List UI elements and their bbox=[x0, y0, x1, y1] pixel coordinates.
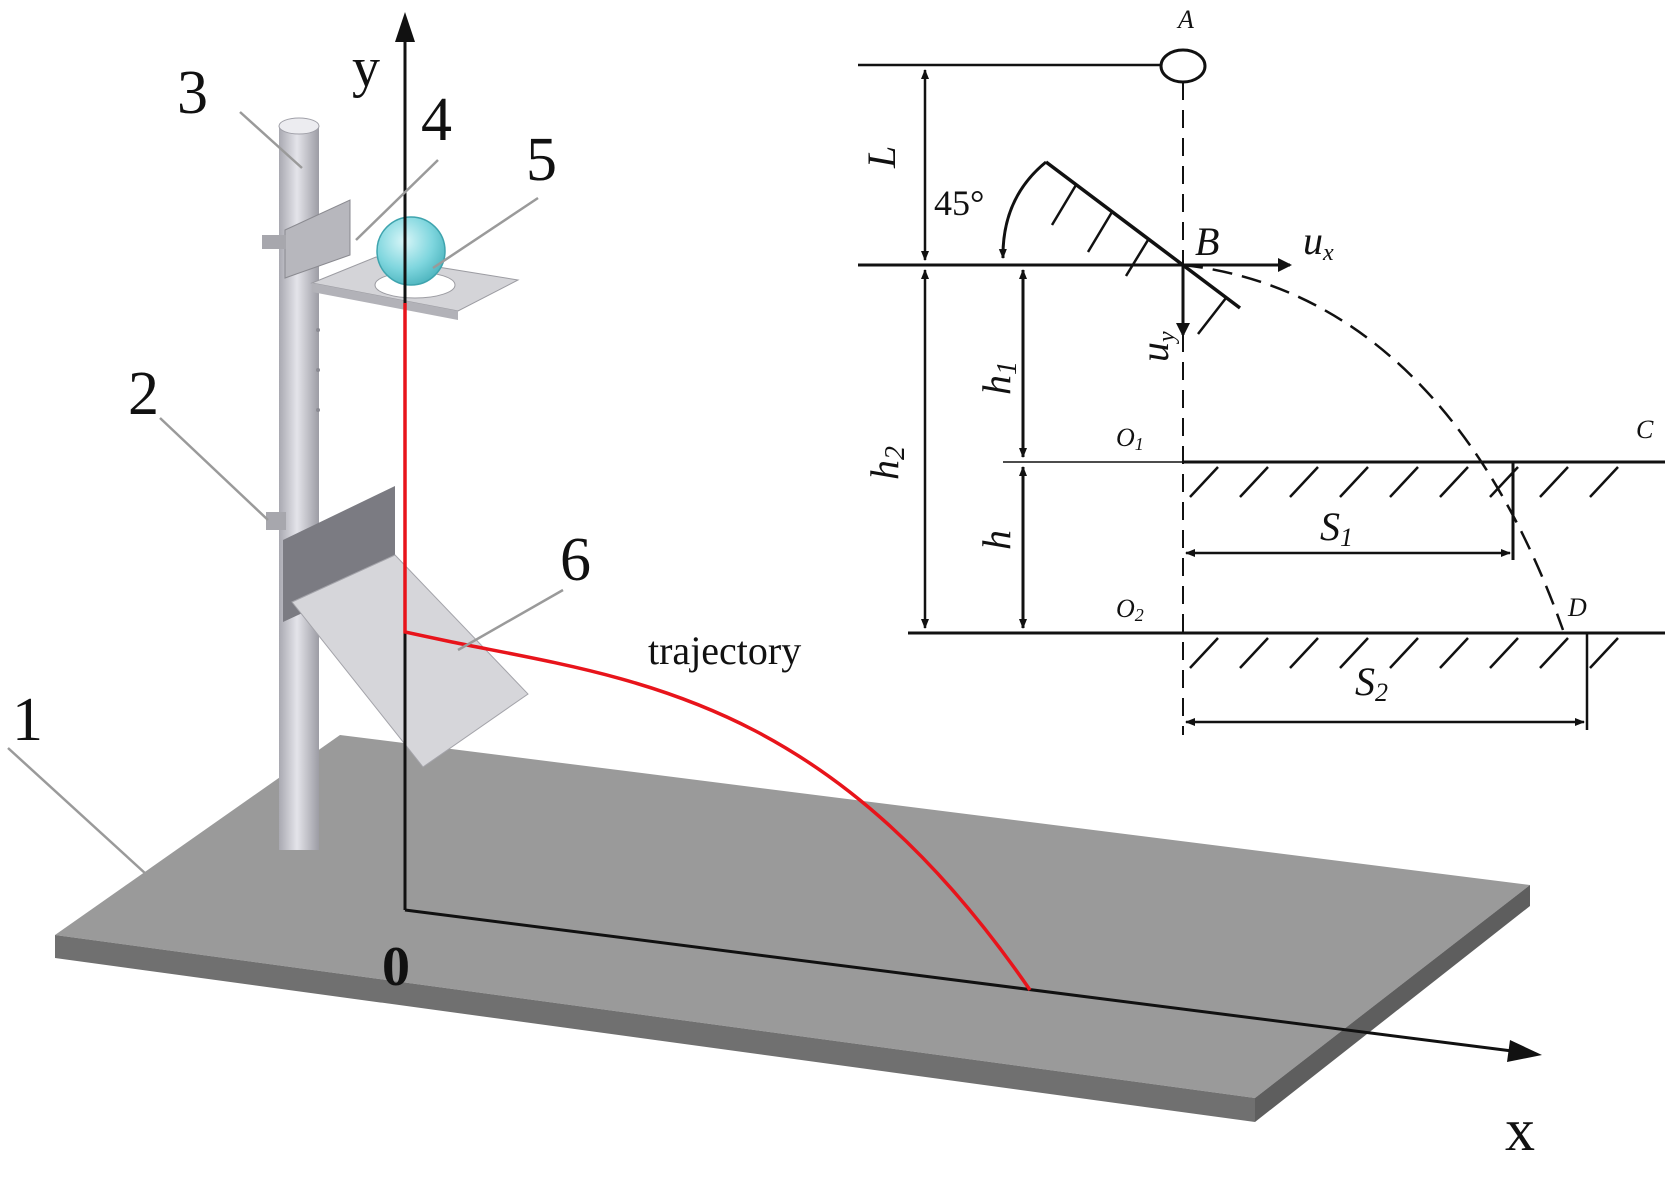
point-D-label: D bbox=[1567, 593, 1587, 622]
base-plate-side bbox=[55, 935, 1255, 1122]
clamp-knob-upper bbox=[262, 235, 286, 249]
ball-platform-edge bbox=[312, 283, 458, 320]
schematic-labels: A B C D O1 O2 45° L h2 h1 h S1 S2 ux uy bbox=[859, 5, 1654, 707]
origin-label: 0 bbox=[382, 936, 410, 998]
x-axis-label: x bbox=[1505, 1097, 1535, 1163]
point-C-label: C bbox=[1636, 415, 1654, 444]
upper-clamp bbox=[284, 199, 351, 279]
inclined-plate bbox=[291, 554, 529, 768]
schematic-diagram bbox=[858, 48, 1665, 735]
point-A-circle bbox=[1159, 48, 1207, 84]
schematic-trajectory bbox=[1182, 263, 1565, 631]
y-axis-arrow bbox=[395, 12, 415, 42]
part-number-5: 5 bbox=[526, 126, 557, 194]
part-number-1: 1 bbox=[12, 686, 43, 754]
x-axis-line bbox=[404, 908, 1521, 1054]
trajectory-label: trajectory bbox=[648, 628, 801, 673]
base-plate-side-right bbox=[1255, 885, 1530, 1122]
rod-holes bbox=[316, 328, 320, 412]
ux-label: ux bbox=[1303, 218, 1334, 266]
point-A-label: A bbox=[1176, 5, 1194, 34]
y-axis-label: y bbox=[352, 37, 380, 99]
h-label: h bbox=[974, 530, 1019, 550]
part-number-2: 2 bbox=[128, 360, 159, 428]
x-axis-arrow bbox=[1507, 1040, 1542, 1062]
S2-label: S2 bbox=[1355, 659, 1388, 707]
part-number-6: 6 bbox=[560, 526, 591, 594]
stand-rod-top bbox=[278, 117, 320, 135]
inclined-hatching bbox=[1050, 184, 1227, 335]
L-label: L bbox=[859, 146, 904, 169]
clamp-knob-lower bbox=[266, 512, 286, 530]
lower-clamp bbox=[283, 486, 395, 622]
ball bbox=[376, 216, 446, 286]
h2-label: h2 bbox=[862, 446, 911, 480]
point-O1-label: O1 bbox=[1116, 423, 1144, 454]
point-B-label: B bbox=[1195, 219, 1219, 264]
apparatus-drawing: 1 2 3 4 5 6 y x 0 trajectory bbox=[7, 12, 1542, 1163]
part-number-4: 4 bbox=[421, 86, 452, 154]
point-O2-label: O2 bbox=[1116, 594, 1144, 625]
angle-label: 45° bbox=[934, 183, 984, 223]
trajectory-path bbox=[403, 303, 1032, 991]
h1-label: h1 bbox=[974, 361, 1023, 395]
part-number-3: 3 bbox=[177, 59, 208, 127]
angle-arc bbox=[998, 160, 1047, 259]
uy-label: uy bbox=[1132, 331, 1180, 362]
hatching-C bbox=[1189, 466, 1619, 498]
leader-lines bbox=[7, 111, 564, 886]
S1-label: S1 bbox=[1320, 504, 1353, 552]
hatching-D bbox=[1189, 637, 1619, 669]
inclined-line bbox=[1044, 160, 1242, 310]
